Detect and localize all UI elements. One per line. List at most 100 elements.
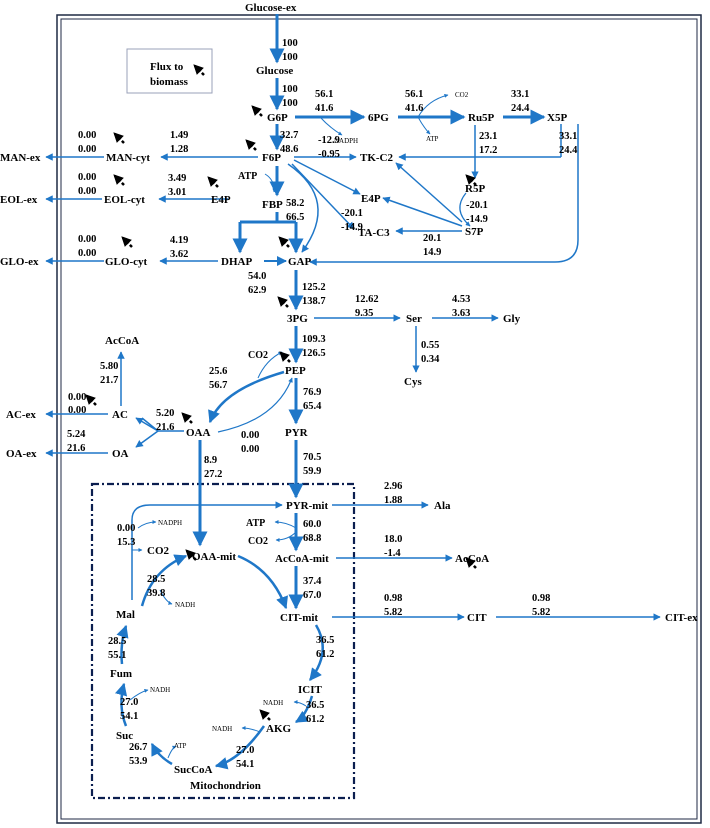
flux-pep-oaa-b: 56.7: [209, 380, 227, 391]
arrow-pyrmit-atp: [274, 520, 297, 529]
cofactor-nadph-g6p: NADPH: [334, 137, 358, 145]
mitochondrion-boundary: [90, 482, 356, 800]
node-e4p-ppp: E4P: [361, 193, 381, 205]
flux-e4p-ppp-a: -20.1: [341, 208, 363, 219]
flux-glo-bio-a: 0.00: [78, 234, 96, 245]
flux-acoa-out-b: -1.4: [384, 548, 401, 559]
flux-oa-ex-b: 21.6: [67, 443, 85, 454]
flux-glc-in-a: 100: [282, 38, 298, 49]
flux-ru5p-r5p-a: 23.1: [479, 131, 497, 142]
node-glo-ex: GLO-ex: [0, 256, 39, 268]
node-cys: Cys: [404, 376, 422, 388]
arrow-6pg-atp: [417, 116, 431, 135]
node-r5p: R5P: [465, 183, 485, 195]
node-akg: AKG: [266, 723, 292, 735]
outer-frame: [56, 14, 702, 824]
cofactor-co2-6pg: CO2: [455, 91, 469, 99]
flux-akg-succoa-b: 54.1: [236, 759, 254, 770]
node-ala: Ala: [434, 500, 451, 512]
biomass-arrow-ac: [85, 394, 97, 406]
node-gap: GAP: [288, 256, 312, 268]
node-eol-cyt: EOL-cyt: [104, 194, 145, 206]
flux-eol-bio-b: 0.00: [78, 186, 96, 197]
arrow-fum-nadh: [129, 688, 149, 701]
node-dhap: DHAP: [221, 256, 252, 268]
flux-cit-out-a: 0.98: [384, 593, 402, 604]
flux-oa-ex-a: 5.24: [67, 429, 86, 440]
arrow-g6p-nadph: [319, 116, 343, 136]
flux-dhap-gap-a: 54.0: [248, 271, 266, 282]
node-suc: Suc: [116, 730, 133, 742]
flux-eol-bio-a: 0.00: [78, 172, 96, 183]
flux-3pg-pep-a: 109.3: [302, 334, 326, 345]
arrow-r5p-s7p: [459, 192, 471, 227]
flux-pyrmit-acoa-a: 60.0: [303, 519, 321, 530]
flux-3pg-pep-b: 126.5: [302, 348, 326, 359]
flux-suc-fum-a: 27.0: [120, 697, 138, 708]
legend-line1: Flux to: [150, 61, 184, 73]
biomass-arrow-gap: [278, 236, 290, 248]
cofactor-nadh-fum: NADH: [150, 686, 170, 694]
flux-gap-3pg-b: 138.7: [302, 296, 326, 307]
flux-pyr-mit-a: 70.5: [303, 452, 321, 463]
flux-acoa-top-a: 5.80: [100, 361, 118, 372]
flux-eol-a: 3.49: [168, 173, 186, 184]
flux-pep-pyr-a: 76.9: [303, 387, 321, 398]
flux-g6p-6pg-b: 41.6: [315, 103, 333, 114]
flux-ser-cys-b: 0.34: [421, 354, 440, 365]
node-man-ex: MAN-ex: [0, 152, 41, 164]
flux-fum-mal-b: 55.1: [108, 650, 126, 661]
flux-mal-oaa-b: 39.8: [147, 588, 165, 599]
flux-eol-b: 3.01: [168, 187, 186, 198]
flux-succoa-suc-b: 53.9: [129, 756, 147, 767]
node-oaa: OAA: [186, 427, 211, 439]
flux-ser-cys-a: 0.55: [421, 340, 439, 351]
flux-ser-gly-b: 3.63: [452, 308, 470, 319]
legend-line2: biomass: [150, 76, 189, 88]
biomass-arrow-eol: [113, 174, 125, 186]
flux-acoa-cit-b: 67.0: [303, 590, 321, 601]
node-gly: Gly: [503, 313, 521, 325]
flux-6pg-ru5p-a: 56.1: [405, 89, 423, 100]
flux-cit-out-b: 5.82: [384, 607, 402, 618]
node-acoa-top: AcCoA: [105, 335, 139, 347]
flux-mal-pyr-a: 0.00: [117, 523, 135, 534]
legend-box: [126, 48, 213, 94]
node-6pg: 6PG: [368, 112, 389, 124]
biomass-arrow-glo: [121, 236, 133, 248]
node-tkc2: TK-C2: [360, 152, 394, 164]
cofactor-atp-6pg: ATP: [426, 135, 439, 143]
node-3pg: 3PG: [287, 313, 308, 325]
flux-pyr-mit-b: 59.9: [303, 466, 321, 477]
node-icit: ICIT: [298, 684, 323, 696]
biomass-arrow-oaa: [181, 412, 193, 424]
node-oa: OA: [112, 448, 129, 460]
arrow-icit-akg: [294, 695, 314, 724]
flux-akg-succoa-a: 27.0: [236, 745, 254, 756]
node-cit-mit: CIT-mit: [280, 612, 318, 624]
arrow-oaamit-citmit: [237, 554, 288, 610]
flux-g6p-f6p-b: 48.6: [280, 144, 298, 155]
flux-ser-gly-a: 4.53: [452, 294, 470, 305]
flux-gap-3pg-a: 125.2: [302, 282, 326, 293]
arrow-suc-atp: [167, 745, 177, 759]
arrow-fum-mal: [116, 624, 129, 665]
node-ru5p: Ru5P: [468, 112, 495, 124]
inner-frame: [60, 18, 698, 820]
node-acoa-right: AcCoA: [455, 553, 489, 565]
node-ac: AC: [112, 409, 128, 421]
biomass-arrow-legend: [193, 64, 205, 76]
flux-man-a: 1.49: [170, 130, 188, 141]
flux-ala-a: 2.96: [384, 481, 402, 492]
node-glo-cyt: GLO-cyt: [105, 256, 147, 268]
biomass-arrow-f6p: [245, 139, 257, 151]
node-ac-ex: AC-ex: [6, 409, 36, 421]
biomass-arrow-e4p: [207, 176, 219, 188]
node-fum: Fum: [110, 668, 132, 680]
node-eol-ex: EOL-ex: [0, 194, 38, 206]
cofactor-co2-mit2: CO2: [248, 536, 268, 547]
node-pyr-mit: PYR-mit: [286, 500, 328, 512]
node-mal: Mal: [116, 609, 135, 621]
arrow-oaa-ac: [135, 417, 159, 432]
node-pyr: PYR: [285, 427, 309, 439]
